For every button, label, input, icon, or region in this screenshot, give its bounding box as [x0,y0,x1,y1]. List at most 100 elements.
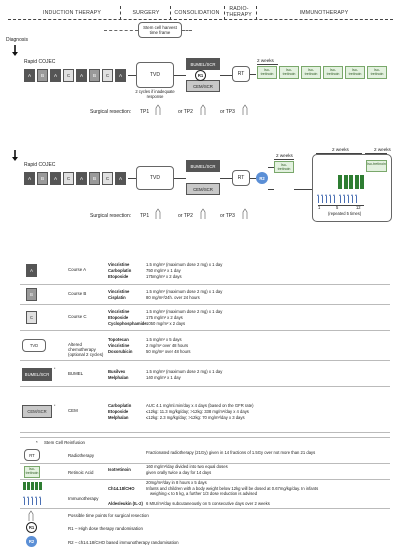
il2-arrow-icon [329,194,332,203]
il2-arrow-icon [317,194,320,203]
bottom-surgical-resection: Surgical resection: [90,213,132,219]
top-two-weeks: 2 weeks [257,58,274,63]
legend-drug: Busilvex [108,369,126,374]
legend-drug: Topotecan [108,337,129,342]
bottom-two-weeks-left: 2 weeks [276,153,293,158]
legend-dose: 50 mg/m² over 48 hours [146,349,191,354]
top-two-weeks-bracket [257,64,278,65]
bottom-course-1: A [24,172,35,185]
legend-name-6: CEM [68,408,78,413]
ch1418-bar-5 [360,175,364,189]
top-connector-3 [220,75,232,76]
top-course-7: C [102,69,113,82]
r2-branch-up [268,167,274,168]
phase-divider-4 [256,6,257,20]
day-12: 12 [356,205,361,210]
diagnosis-arrow-icon [12,45,18,56]
top-course-3: A [50,69,61,82]
top-cem-box: CEM/SCR [186,80,220,92]
bottom-course-2: B [37,172,48,185]
legend-dose: 140 mg/m² x 1 day [146,375,181,380]
top-surgical-resection: Surgical resection: [90,109,132,115]
legend-drug: Doxorubicin [108,349,133,354]
bottom-timepoint-2-icon [200,208,206,219]
legend-timepoint-icon [28,510,34,521]
bottom-iso-cycle: Iso-tretinoin [366,160,387,172]
top-course-6: B [89,69,100,82]
legend-dose: ≤12kg: 11.3 mg/kg/day; >12kg: 338 mg/m²/… [146,409,249,414]
harvest-dash-left [104,30,138,31]
il2-arrow-icon [321,194,324,203]
legend-divider [20,463,390,464]
bottom-course-5: A [76,172,87,185]
legend-symbol-4: TVD [22,339,46,352]
repeated-note: (repeated 5 times) [328,211,362,216]
legend-dose: 175mg/m² x 2 days [146,274,182,279]
legend-ch-dose-3: weighing ≤ to 5 kg, a further 1/3 dose r… [150,491,258,496]
r2-branch-down [268,189,274,190]
bottom-tvd-box: TVD [136,166,174,190]
legend-il2-arrow-icon [27,496,30,505]
legend-scr-star: * [54,367,56,371]
legend-divider [20,508,390,509]
top-rt-label: RT [237,71,245,77]
legend-iso-name: Retinoic Acid [68,470,94,475]
legend-divider [20,330,390,331]
top-tvd-note: 2 cycles if inadequate response [135,89,175,99]
legend-name-2: Course B [68,291,87,296]
il2-arrow-icon [351,194,354,203]
legend-r1-circle: R1 [26,522,37,533]
legend-iso-dose-2: given orally twice a day for 14 days [146,470,212,475]
top-iso-box-3: Iso-tretinoin [301,66,321,79]
legend-divider [20,360,390,361]
legend-ch-drug: Ch14.18/CHO [108,486,135,491]
bottom-tp3: or TP3 [220,213,235,219]
legend-timepoints: Possible time points for surgical resect… [68,513,149,518]
legend-drug: Melphalan [108,415,129,420]
diagnosis-label: Diagnosis [6,37,28,43]
legend-name-5: BUMEL [68,371,84,376]
phase-immunotherapy: IMMUNOTHERAPY [299,10,349,16]
bottom-course-4: C [63,172,74,185]
legend-ch1418-bar [35,482,38,490]
legend-il2-arrow-icon [23,496,26,505]
bottom-course-3: A [50,172,61,185]
bottom-two-weeks-mid: 2 weeks [332,147,349,152]
top-course-4: C [63,69,74,82]
legend-drug: Cisplatin [108,295,126,300]
legend-drug: Carboplatin [108,403,132,408]
legend-name-3: Course C [68,314,87,319]
bottom-cem-box: CEM/SCR [186,183,220,195]
ch1418-bar-4 [354,175,359,189]
top-tp3: or TP3 [220,109,235,115]
legend-dose: 1.5 mg/m² (maximum dose 2 mg) x 1 day [146,262,223,267]
il2-arrow-icon [355,194,358,203]
bottom-course-6: B [89,172,100,185]
top-iso-box-4: Iso-tretinoin [323,66,343,79]
legend-symbol-6: CEM/SCR [22,405,52,418]
top-timepoint-2-icon [200,104,206,115]
top-connector-1 [128,75,136,76]
harvest-dash-right [182,30,192,31]
ch1418-bar-2 [343,175,348,189]
phase-consolidation: CONSOLIDATION [174,10,220,16]
legend-drug: Etoposide [108,409,129,414]
legend-dose: 1.5 mg/m² (maximum dose 2 mg) x 1 day [146,369,223,374]
legend-ch1418-bar [23,482,26,490]
top-tvd-label: TVD [150,72,160,78]
legend-divider [20,432,390,433]
legend-rt-dose: Fractionated radiotherapy (21Gy) given i… [146,450,316,455]
legend-divider [20,437,390,438]
legend-immuno-name: Immunotherapy [68,496,99,501]
day-5: 5 [336,205,339,210]
top-timepoint-1-icon [155,104,161,115]
legend-dose: 750 mg/m² x 1 day [146,268,181,273]
top-course-8: A [115,69,126,82]
legend-rt-name: Radiotherapy [68,453,95,458]
legend-scr-star: * [36,440,38,445]
legend-dose: 1.5 mg/m² x 5 days [146,337,182,342]
legend-iso-dose-1: 160 mg/m²/day divided into two equal dos… [146,464,228,469]
legend-ch1418-bar [39,482,42,490]
legend-scr-star: * [54,404,56,408]
legend-symbol-2: B [26,288,37,301]
